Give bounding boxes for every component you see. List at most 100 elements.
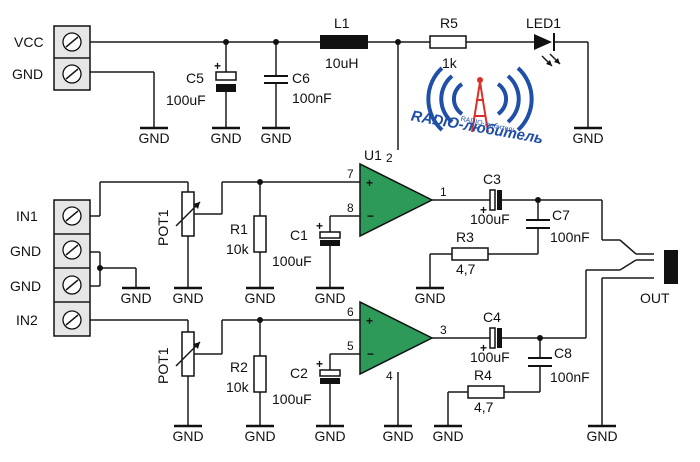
c6-capacitor — [264, 75, 288, 84]
r3-resistor — [451, 247, 489, 261]
gnd-label: GND — [138, 130, 169, 146]
r2-ref: R2 — [230, 359, 248, 375]
plus-sign: + — [480, 341, 487, 355]
ground-symbol: GND — [586, 424, 618, 444]
ground-symbol: GND — [260, 126, 292, 146]
ground-symbol: GND — [172, 424, 204, 444]
c2-ref: C2 — [290, 365, 308, 381]
c1-ref: C1 — [290, 227, 308, 243]
gnd-in-label: GND — [10, 243, 41, 259]
ground-symbol: GND — [244, 424, 276, 444]
pin-2-label: 2 — [386, 151, 393, 165]
inverting-sign: − — [367, 209, 374, 223]
logo-text: RADIO-любитель — [410, 108, 545, 148]
junction-dots — [97, 39, 543, 341]
gnd-label: GND — [586, 428, 617, 444]
inverting-sign: − — [367, 347, 374, 361]
pin-8-label: 8 — [347, 201, 354, 215]
gnd-label: GND — [172, 290, 203, 306]
out-label: OUT — [640, 290, 670, 306]
ground-symbol: GND — [244, 286, 276, 306]
c6-ref: C6 — [292, 70, 310, 86]
gnd-label: GND — [414, 290, 445, 306]
gnd-label: GND — [314, 290, 345, 306]
c5-ref: C5 — [186, 70, 204, 86]
gnd-label: GND — [260, 130, 291, 146]
pin-5-label: 5 — [347, 339, 354, 353]
c3-value: 100uF — [470, 211, 510, 227]
r1-value: 10k — [226, 241, 250, 257]
plus-sign: + — [214, 59, 221, 73]
gnd-label: GND — [244, 428, 275, 444]
pot1-potentiometer-ch1 — [175, 191, 201, 237]
ground-symbol: GND — [120, 286, 152, 306]
plus-sign: + — [316, 219, 323, 233]
opamp-u1-ch1 — [359, 162, 434, 238]
c7-value: 100nF — [550, 229, 590, 245]
c3-ref: C3 — [483, 171, 501, 187]
noninverting-sign: + — [366, 176, 373, 190]
c2-value: 100uF — [272, 391, 312, 407]
ground-symbol: GND — [138, 126, 170, 146]
gnd-label: GND — [382, 428, 413, 444]
power-terminal-block — [53, 25, 91, 91]
gnd-label: GND — [314, 428, 345, 444]
c1-capacitor — [319, 231, 341, 246]
pin-3-label: 3 — [440, 323, 447, 337]
c2-capacitor — [319, 369, 341, 384]
c3-capacitor — [489, 189, 502, 211]
c8-capacitor — [528, 357, 552, 367]
c4-capacitor — [489, 327, 502, 349]
gnd-label: GND — [572, 130, 603, 146]
r4-ref: R4 — [474, 367, 492, 383]
pin-7-label: 7 — [347, 167, 354, 181]
r3-value: 4,7 — [456, 261, 476, 277]
c7-ref: C7 — [552, 207, 570, 223]
plus-sign: + — [480, 203, 487, 217]
c8-ref: C8 — [554, 345, 572, 361]
r5-ref: R5 — [440, 15, 458, 31]
led-icon — [534, 33, 561, 67]
noninverting-sign: + — [366, 314, 373, 328]
l1-ref: L1 — [334, 15, 350, 31]
r5-resistor — [429, 35, 467, 49]
c5-capacitor — [215, 71, 237, 92]
in2-label: IN2 — [16, 312, 38, 328]
r5-value: 1k — [442, 55, 458, 71]
c1-value: 100uF — [272, 253, 312, 269]
l1-value: 10uH — [325, 55, 358, 71]
ground-symbol: GND — [432, 424, 464, 444]
led1-ref: LED1 — [526, 15, 561, 31]
ground-symbol: GND — [210, 126, 242, 146]
in1-label: IN1 — [16, 208, 38, 224]
r4-resistor — [467, 385, 505, 399]
c7-capacitor — [526, 219, 550, 229]
ground-symbol: GND — [414, 286, 446, 306]
ground-symbols: GND GND GND GND GND GND GND GND GND GND GND GND GND G… — [120, 126, 618, 444]
gnd-power-label: GND — [12, 66, 43, 82]
pot1-ref: POT1 — [155, 347, 171, 384]
l1-inductor — [320, 35, 368, 49]
u1-ref: U1 — [364, 147, 382, 163]
output-jack — [664, 250, 678, 284]
c8-value: 100nF — [550, 369, 590, 385]
r3-ref: R3 — [456, 229, 474, 245]
ground-symbol: GND — [172, 286, 204, 306]
r4-value: 4,7 — [474, 399, 494, 415]
c6-value: 100nF — [292, 90, 332, 106]
vcc-label: VCC — [14, 34, 44, 50]
gnd-label: GND — [172, 428, 203, 444]
pin-6-label: 6 — [347, 305, 354, 319]
c4-value: 100uF — [470, 349, 510, 365]
r1-ref: R1 — [230, 221, 248, 237]
r2-resistor — [253, 355, 267, 393]
gnd-label: GND — [210, 130, 241, 146]
c5-value: 100uF — [166, 92, 206, 108]
gnd-label: GND — [432, 428, 463, 444]
pot1-ref: POT1 — [155, 209, 171, 246]
ground-symbol: GND — [314, 424, 346, 444]
pot1-potentiometer-ch2 — [175, 331, 201, 377]
pin-4-label: 4 — [386, 369, 393, 383]
ground-symbol: GND — [314, 286, 346, 306]
